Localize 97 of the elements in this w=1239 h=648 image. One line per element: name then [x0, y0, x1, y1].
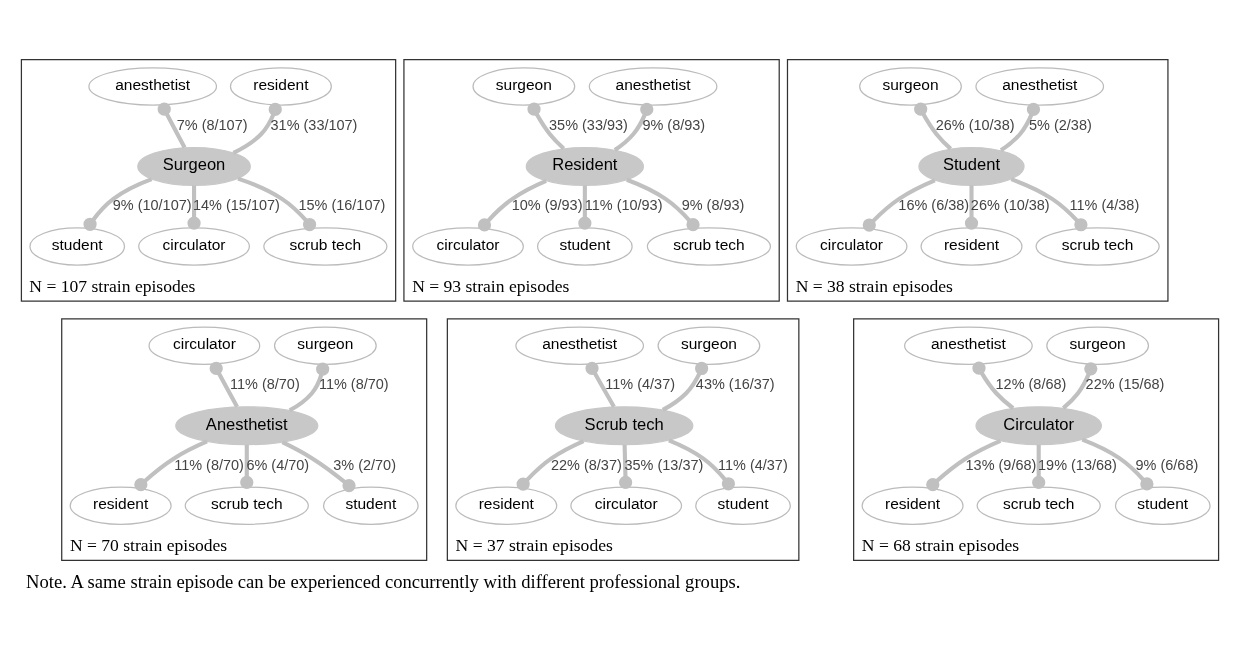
edge-label: 12% (8/68) — [995, 375, 1066, 392]
node-ellipse: surgeon — [858, 66, 962, 106]
connector — [971, 361, 1014, 410]
edge-label: 7% (8/107) — [176, 116, 248, 133]
edge-label: 9% (8/93) — [641, 116, 705, 133]
connector — [964, 185, 978, 230]
connector — [516, 438, 584, 491]
connector — [477, 178, 547, 231]
edge-label: 13% (9/68) — [965, 456, 1036, 473]
connector — [186, 185, 201, 230]
connector — [613, 102, 653, 152]
edge-label: 11% (8/70) — [229, 375, 300, 392]
connector — [667, 437, 735, 490]
node-ellipse: resident — [454, 485, 557, 525]
node-ellipse: anesthetist — [588, 66, 717, 106]
node-ellipse: anesthetist — [514, 325, 644, 365]
connector — [288, 362, 329, 412]
edge-label: 15% (16/107) — [297, 196, 385, 213]
connector — [133, 439, 208, 491]
node-ellipse: circulator — [795, 226, 907, 266]
edge-label: 3% (2/70) — [332, 456, 396, 473]
connector — [1081, 437, 1153, 490]
connector — [209, 361, 239, 408]
node-ellipse: Student — [917, 146, 1025, 186]
node-ellipse: Circulator — [974, 405, 1102, 445]
edge-label: 11% (8/70) — [173, 456, 244, 473]
edge-label: 16% (6/38) — [897, 196, 969, 213]
node-ellipse: scrub tech — [1035, 226, 1160, 266]
node-ellipse: Surgeon — [136, 146, 251, 186]
edge-label: 35% (33/93) — [548, 116, 628, 133]
edge-label: 22% (8/37) — [550, 456, 622, 473]
node-ellipse: circulator — [147, 325, 260, 365]
connector — [618, 444, 632, 489]
node-ellipse: surgeon — [471, 66, 575, 106]
connector — [661, 361, 708, 412]
connector — [999, 102, 1040, 152]
edge-label: 11% (8/70) — [318, 375, 389, 392]
connector — [1061, 361, 1097, 410]
node-ellipse: Resident — [525, 146, 644, 186]
node-ellipse: Anesthetist — [174, 405, 318, 445]
node-ellipse: student — [694, 485, 791, 525]
edge-label: 11% (4/37) — [604, 375, 675, 392]
connector — [625, 177, 700, 231]
edge-label: 9% (8/93) — [681, 196, 744, 213]
connector — [232, 102, 282, 155]
node-ellipse: student — [536, 226, 633, 266]
edge-label: 19% (13/68) — [1037, 456, 1117, 473]
caption: Note. A same strain episode can be experienced concurrently with different professional groups. — [25, 570, 740, 592]
node-ellipse: surgeon — [273, 325, 377, 365]
edge-label: 6% (4/70) — [245, 456, 309, 473]
edge-label: 35% (13/37) — [624, 456, 703, 473]
node-ellipse: scrub tech — [184, 485, 309, 525]
node-ellipse: surgeon — [656, 325, 760, 365]
edge-label: 10% (9/93) — [511, 196, 582, 213]
connector — [1031, 444, 1045, 489]
edge-label: 43% (16/37) — [695, 375, 775, 392]
edge-label: 9% (10/107) — [112, 196, 192, 213]
connector — [82, 176, 152, 231]
node-ellipse: surgeon — [1045, 325, 1149, 365]
node-ellipse: circulator — [137, 226, 250, 266]
connector — [280, 439, 356, 492]
node-ellipse: resident — [69, 485, 172, 525]
node-ellipse: anesthetist — [974, 66, 1104, 106]
edge-label: 14% (15/107) — [192, 196, 280, 213]
connector — [913, 102, 952, 150]
edge-label: 11% (10/93) — [584, 196, 662, 213]
node-ellipse: resident — [919, 226, 1023, 266]
edge-label: 11% (4/38) — [1069, 196, 1139, 213]
node-ellipse: anesthetist — [903, 325, 1033, 365]
edge-label: 26% (10/38) — [970, 196, 1050, 213]
edge-label: 26% (10/38) — [935, 116, 1015, 133]
edge-label: 11% (4/37) — [717, 456, 788, 473]
node-ellipse: scrub tech — [262, 226, 387, 266]
connector — [239, 444, 253, 489]
connector — [157, 102, 186, 148]
connector — [577, 185, 591, 230]
node-ellipse: scrub tech — [976, 485, 1101, 525]
connector — [1010, 176, 1087, 231]
connector — [526, 102, 565, 150]
edge-label: 22% (15/68) — [1085, 375, 1164, 392]
node-ellipse: circulator — [411, 226, 524, 266]
node-ellipse: student — [1114, 485, 1211, 525]
node-ellipse: anesthetist — [87, 66, 217, 106]
edge-label: 31% (33/107) — [270, 116, 357, 133]
edge-label: 5% (2/38) — [1028, 116, 1092, 133]
connector — [925, 438, 1001, 491]
node-ellipse: student — [28, 226, 125, 266]
node-ellipse: Scrub tech — [554, 405, 693, 445]
node-ellipse: resident — [861, 485, 964, 525]
connector — [584, 361, 616, 408]
node-ellipse: circulator — [569, 485, 682, 525]
node-ellipse: student — [322, 485, 419, 525]
edge-label: 9% (6/68) — [1135, 456, 1198, 473]
connector — [862, 177, 936, 232]
connector — [236, 176, 316, 231]
node-ellipse: scrub tech — [646, 226, 771, 266]
node-ellipse: resident — [229, 66, 332, 106]
